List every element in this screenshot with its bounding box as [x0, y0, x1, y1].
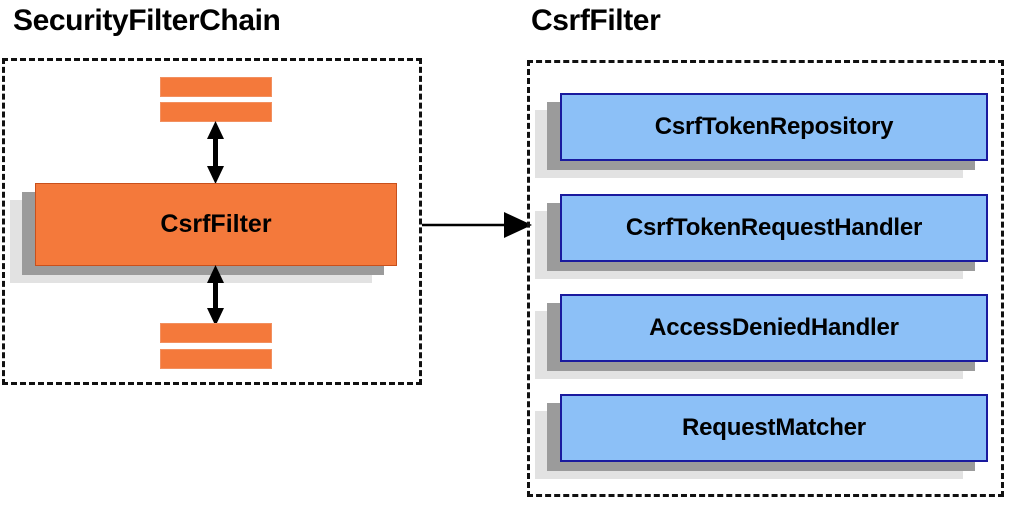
- collaborator-box-face: CsrfTokenRepository: [560, 93, 988, 161]
- collaborator-box-face: CsrfTokenRequestHandler: [560, 194, 988, 262]
- abbreviated-filter-bar: [160, 77, 272, 97]
- panel-csrf-filter-detail: [527, 60, 1004, 497]
- abbreviated-filter-bar: [160, 349, 272, 369]
- collaborator-box-csrf-token-repository[interactable]: CsrfTokenRepository: [535, 93, 988, 178]
- collaborator-box-label: CsrfTokenRequestHandler: [625, 214, 923, 241]
- expands-into-arrow: [422, 209, 532, 241]
- chain-link-above-arrow: [207, 121, 224, 184]
- panel-security-filter-chain: [2, 58, 422, 385]
- abbreviated-filter-bar: [160, 323, 272, 343]
- csrf-filter-box-label: CsrfFilter: [160, 210, 272, 238]
- collaborator-box-access-denied-handler[interactable]: AccessDeniedHandler: [535, 294, 988, 379]
- collaborator-box-face: AccessDeniedHandler: [560, 294, 988, 362]
- collaborator-box-csrf-token-request-handler[interactable]: CsrfTokenRequestHandler: [535, 194, 988, 279]
- collaborator-box-label: AccessDeniedHandler: [649, 314, 899, 341]
- collaborator-box-label: CsrfTokenRepository: [654, 113, 894, 140]
- collaborator-box-label: RequestMatcher: [682, 414, 866, 441]
- chain-link-below-arrow: [207, 265, 224, 326]
- csrf-filter-box-face: CsrfFilter: [35, 183, 397, 266]
- csrf-filter-box[interactable]: CsrfFilter: [10, 183, 397, 283]
- collaborator-box-request-matcher[interactable]: RequestMatcher: [535, 394, 988, 479]
- panel-title-csrf-filter: CsrfFilter: [531, 4, 661, 37]
- abbreviated-filter-bar: [160, 102, 272, 122]
- collaborator-box-face: RequestMatcher: [560, 394, 988, 462]
- panel-title-security-filter-chain: SecurityFilterChain: [13, 4, 281, 37]
